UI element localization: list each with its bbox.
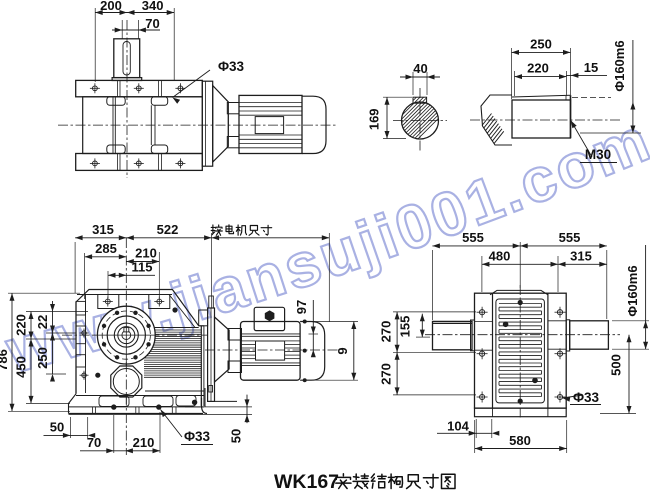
svg-text:70: 70 bbox=[145, 16, 159, 31]
svg-text:580: 580 bbox=[509, 433, 531, 448]
svg-text:555: 555 bbox=[559, 230, 581, 245]
svg-text:115: 115 bbox=[132, 260, 153, 275]
svg-text:Φ160m6: Φ160m6 bbox=[612, 40, 627, 91]
svg-text:Φ33: Φ33 bbox=[218, 59, 245, 74]
svg-text:270: 270 bbox=[379, 321, 394, 343]
svg-text:250: 250 bbox=[530, 37, 552, 52]
svg-text:315: 315 bbox=[92, 222, 114, 237]
svg-text:9: 9 bbox=[335, 347, 350, 354]
svg-text:Φ33: Φ33 bbox=[573, 390, 600, 405]
svg-text:210: 210 bbox=[135, 246, 157, 261]
svg-text:104: 104 bbox=[447, 419, 469, 434]
svg-text:15: 15 bbox=[584, 60, 598, 75]
svg-text:Φ33: Φ33 bbox=[184, 429, 211, 444]
svg-text:220: 220 bbox=[527, 61, 549, 76]
svg-text:97: 97 bbox=[294, 300, 309, 314]
svg-text:250: 250 bbox=[35, 347, 50, 369]
svg-text:340: 340 bbox=[142, 0, 164, 13]
svg-text:480: 480 bbox=[489, 249, 511, 264]
svg-text:169: 169 bbox=[367, 108, 382, 130]
svg-text:500: 500 bbox=[609, 354, 624, 376]
svg-text:555: 555 bbox=[462, 230, 484, 245]
svg-text:Φ160m6: Φ160m6 bbox=[625, 265, 640, 316]
svg-text:450: 450 bbox=[14, 356, 29, 378]
svg-text:285: 285 bbox=[95, 241, 117, 256]
svg-text:200: 200 bbox=[100, 0, 122, 13]
svg-text:270: 270 bbox=[379, 363, 394, 385]
svg-text:70: 70 bbox=[87, 435, 101, 450]
svg-text:155: 155 bbox=[398, 316, 413, 338]
svg-text:50: 50 bbox=[229, 429, 244, 443]
svg-text:M30: M30 bbox=[585, 147, 611, 162]
svg-text:50: 50 bbox=[50, 420, 64, 435]
svg-text:315: 315 bbox=[570, 249, 592, 264]
svg-text:WK167: WK167 bbox=[274, 471, 339, 493]
svg-text:40: 40 bbox=[413, 61, 427, 76]
svg-text:22: 22 bbox=[35, 315, 50, 329]
svg-text:220: 220 bbox=[14, 314, 29, 336]
svg-text:786: 786 bbox=[0, 349, 10, 371]
svg-text:522: 522 bbox=[157, 222, 179, 237]
svg-text:210: 210 bbox=[133, 435, 155, 450]
